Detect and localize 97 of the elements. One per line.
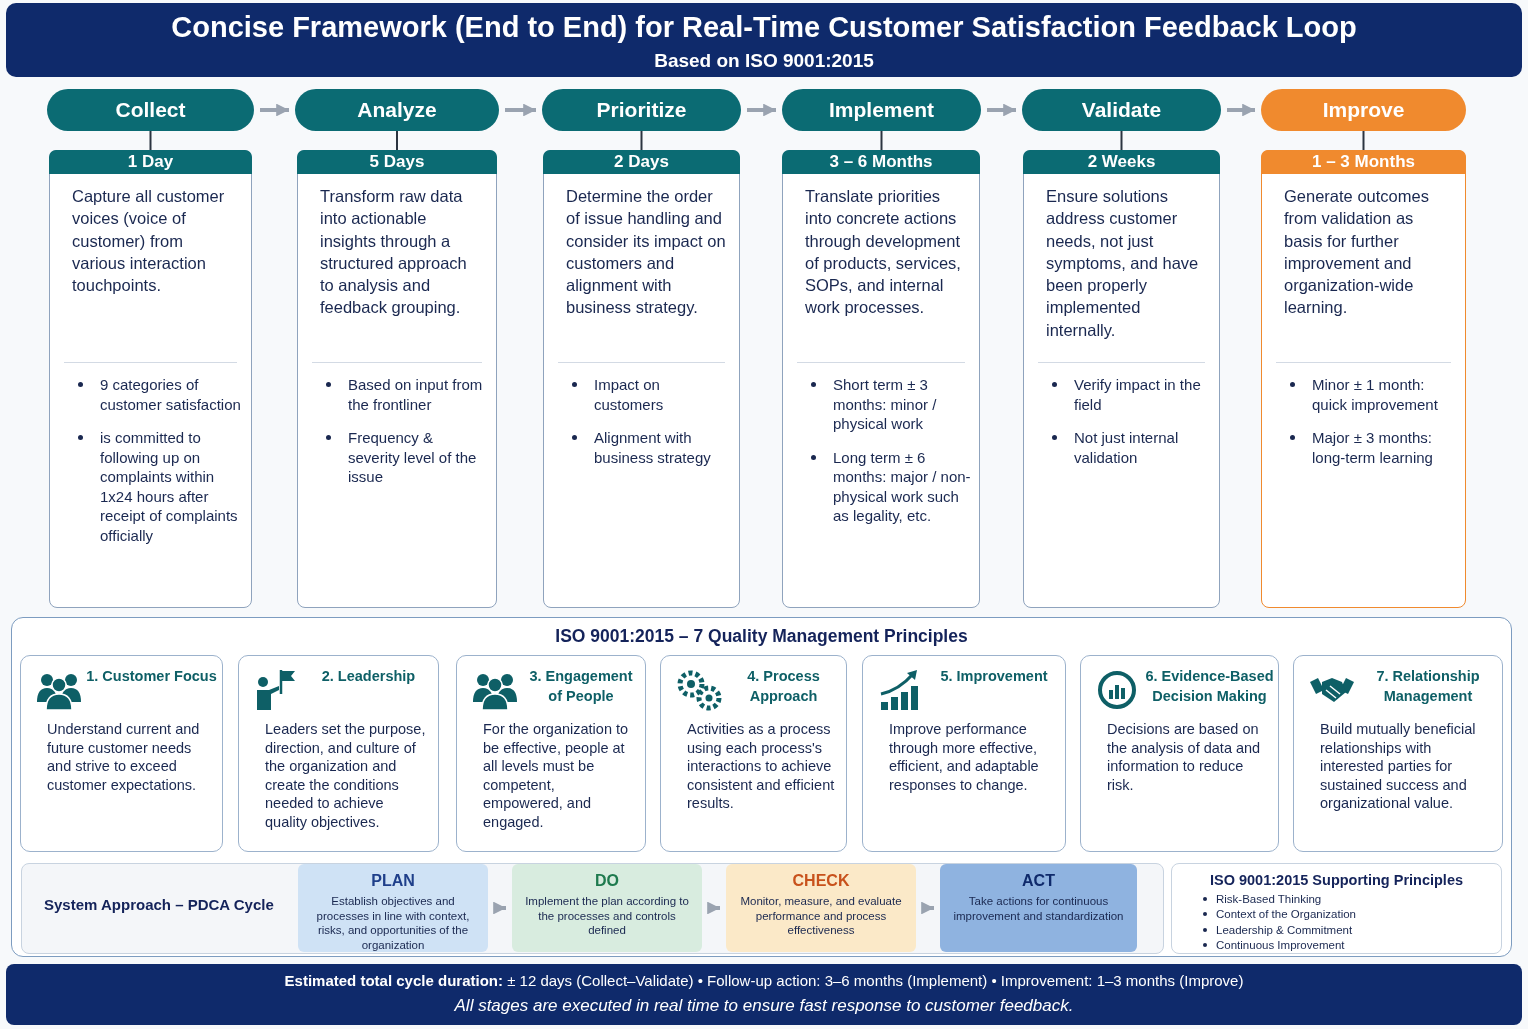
principle-heading: 4. Process Approach	[746, 667, 821, 706]
duration-header: 2 Weeks	[1023, 150, 1220, 174]
duration-header: 3 – 6 Months	[782, 150, 980, 174]
bullet-item: is committed to following up on complaints within 1x24 hours after receipt of complaints officially	[100, 428, 243, 545]
connector-line	[396, 130, 398, 151]
step-heading: PLAN	[370, 872, 416, 890]
stage-card	[297, 150, 497, 608]
subtitle-text: Based on ISO 9001:2015	[653, 50, 875, 72]
principle-card	[238, 655, 439, 852]
bullet-item: Not just internal validation	[1074, 428, 1211, 467]
description-text: Generate outcomes from validation as basis for further improvement and organization-wide learning.	[1284, 186, 1430, 319]
step-heading: DO	[594, 872, 620, 890]
bullet-item: Frequency & severity level of the issue	[348, 428, 488, 487]
duration-header: 1 – 3 Months	[1261, 150, 1466, 174]
principle-card	[1080, 655, 1279, 852]
arrow	[1227, 103, 1255, 117]
description-text: Translate priorities into concrete actions through development of products, services, SOPs, and internal work processes.	[805, 186, 962, 319]
principle-heading: 7. Relationship Management	[1375, 667, 1481, 706]
duration-header: 1 Day	[49, 150, 252, 174]
bullet-item: Minor ± 1 month: quick improvement	[1312, 375, 1457, 414]
connector-line	[640, 130, 643, 151]
connector-line	[1362, 130, 1365, 151]
principle-heading: 2. Leadership	[320, 667, 417, 686]
duration-header: 2 Days	[543, 150, 740, 174]
box-heading: ISO 9001:2015 Supporting Principles	[1209, 872, 1464, 888]
principle-text: Build mutually beneficial relationships with interested parties for sustained success and organizational value.	[1320, 720, 1477, 813]
bullet-item: Context of the Organization	[1216, 907, 1356, 923]
principle-card	[456, 655, 646, 852]
stage-pill: Prioritize	[542, 89, 741, 131]
bullet-item: Risk-Based Thinking	[1216, 892, 1356, 908]
step-text: Establish objectives and processes in line with context, risks, and opportunities of the organization	[315, 894, 471, 952]
row-label: System Approach – PDCA Cycle	[44, 896, 274, 913]
bullet-item: Long term ± 6 months: major / non-physical work such as legality, etc.	[833, 447, 971, 526]
stage-card	[1261, 150, 1466, 608]
summary-text: Estimated total cycle duration: ± 12 days (Collect–Validate) • Follow-up action: 3–6 months (Implement) • Improvement: 1–3 months (Improve)	[283, 972, 1245, 989]
bullet-item: Based on input from the frontliner	[348, 375, 488, 414]
caption-text: All stages are executed in real time to ensure fast response to customer feedback.	[453, 996, 1075, 1016]
principle-card	[862, 655, 1066, 852]
principle-heading: 3. Engagement of People	[528, 667, 634, 706]
pdca-step-box	[726, 864, 916, 952]
panel-title: ISO 9001:2015 – 7 Quality Management Principles	[554, 626, 969, 647]
bullet-item: Verify impact in the field	[1074, 375, 1211, 414]
bullet-item: Short term ± 3 months: minor / physical work	[833, 375, 971, 434]
arrow	[707, 901, 720, 915]
principle-card	[20, 655, 223, 852]
pdca-step-box	[298, 864, 488, 952]
bullet-item: Leadership & Commitment	[1216, 922, 1356, 938]
stage-card	[49, 150, 252, 608]
principle-text: Leaders set the purpose, direction, and culture of the organization and create the conditions needed to achieve quality objectives.	[265, 720, 427, 831]
connector-line	[1120, 130, 1123, 151]
pdca-step-box	[512, 864, 702, 952]
arrow	[987, 103, 1016, 117]
arrow	[747, 103, 776, 117]
bullet-item: Continuous Improvement	[1216, 937, 1356, 954]
pdca-panel	[21, 863, 1164, 954]
description-text: Capture all customer voices (voice of customer) from various interaction touchpoints.	[72, 186, 226, 297]
stage-pill: Implement	[782, 89, 981, 131]
principle-text: Understand current and future customer needs and strive to exceed customer expectations.	[47, 720, 201, 794]
description-text: Determine the order of issue handling and consider its impact on customers and alignment with business strategy.	[566, 186, 727, 319]
stage-pill: Improve	[1261, 89, 1466, 131]
arrow	[260, 103, 289, 117]
stage-card	[782, 150, 980, 608]
principle-card	[660, 655, 847, 852]
bullet-item: Alignment with business strategy	[594, 428, 731, 467]
connector-line	[880, 130, 883, 151]
step-heading: CHECK	[791, 872, 851, 890]
bullet-item: 9 categories of customer satisfaction	[100, 375, 243, 414]
bullet-item: Major ± 3 months: long-term learning	[1312, 428, 1457, 467]
arrow	[493, 901, 506, 915]
principle-heading: 1. Customer Focus	[85, 667, 218, 686]
principle-heading: 6. Evidence-Based Decision Making	[1145, 667, 1274, 706]
supporting-principles-box	[1171, 863, 1502, 954]
step-text: Take actions for continuous improvement and standardization	[952, 894, 1125, 923]
principle-text: For the organization to be effective, people at all levels must be competent, empowered, and engaged.	[483, 720, 630, 831]
duration-header: 5 Days	[297, 150, 497, 174]
step-heading: ACT	[1021, 872, 1056, 890]
connector-line	[149, 130, 152, 151]
principle-text: Activities as a process using each process's interactions to achieve consistent and efficient results.	[687, 720, 836, 813]
stage-pill: Analyze	[295, 89, 499, 131]
step-text: Monitor, measure, and evaluate performance and process effectiveness	[739, 894, 903, 938]
bullet-item: Impact on customers	[594, 375, 731, 414]
principle-card	[1293, 655, 1503, 852]
principle-text: Improve performance through more effective, efficient, and adaptable responses to change.	[889, 720, 1040, 794]
stage-pill: Collect	[47, 89, 254, 131]
arrow	[921, 901, 934, 915]
stage-card	[1023, 150, 1220, 608]
principle-text: Decisions are based on the analysis of data and information to reduce risk.	[1107, 720, 1262, 794]
stage-pill: Validate	[1022, 89, 1221, 131]
principle-heading: 5. Improvement	[939, 667, 1049, 686]
step-text: Implement the plan according to the processes and controls defined	[524, 894, 690, 938]
stage-card	[543, 150, 740, 608]
pdca-step-box	[940, 864, 1137, 952]
arrow	[505, 103, 536, 117]
principles-panel	[11, 617, 1512, 957]
description-text: Ensure solutions address customer needs, not just symptoms, and have been properly implemented internally.	[1046, 186, 1200, 341]
description-text: Transform raw data into actionable insights through a structured approach to analysis and feedback grouping.	[320, 186, 468, 319]
title-text: Concise Framework (End to End) for Real-Time Customer Satisfaction Feedback Loop	[170, 11, 1358, 44]
